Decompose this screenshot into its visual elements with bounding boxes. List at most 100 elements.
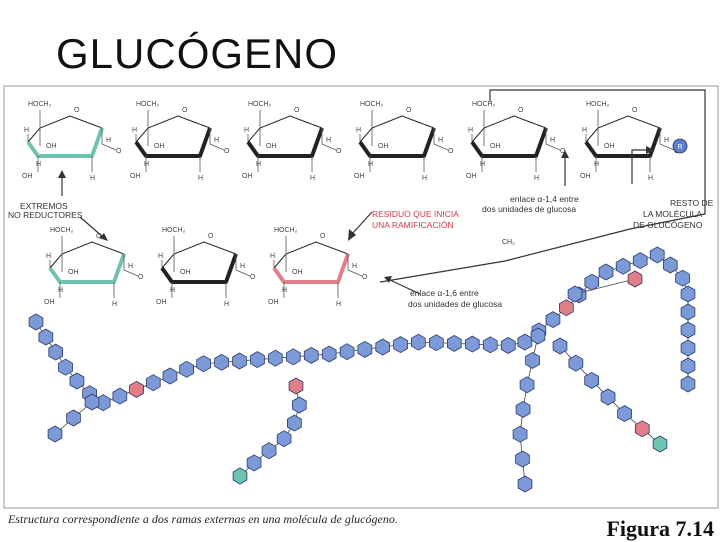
hexagon-link (575, 279, 635, 294)
label-branch-residue: RESIDUO QUE INICIA UNA RAMIFICACIÓN (372, 209, 459, 230)
oh-label: OH (156, 299, 167, 306)
glucose-hexagon (653, 436, 667, 452)
h-label: H (326, 137, 331, 144)
ring-bond-back (136, 116, 210, 142)
glucose-hexagon (70, 373, 84, 389)
glucose-hexagon (501, 338, 515, 354)
h-label: H (224, 301, 229, 308)
slide-title: GLUCÓGENO (56, 30, 338, 78)
glycosidic-bond (434, 144, 448, 150)
glucose-hexagon (29, 314, 43, 330)
ring-bond-back (472, 116, 546, 142)
figure-caption: Estructura correspondiente a dos ramas e… (8, 512, 398, 527)
glucose-hexagon (650, 247, 664, 263)
h-label: H (158, 253, 163, 260)
ring-oxygen-label: O (406, 107, 412, 114)
ring-bond-front (472, 128, 546, 156)
glucose-hexagon (526, 352, 540, 368)
h-label: H (550, 137, 555, 144)
ch2oh-label: HOCH₂ (50, 227, 74, 234)
glucose-hexagon (39, 329, 53, 345)
ch2oh-label: HOCH₂ (248, 101, 272, 108)
glucose-hexagon (516, 451, 530, 467)
h-label: H (144, 161, 149, 168)
ring-bond-front (274, 254, 348, 282)
glucose-hexagon (113, 388, 127, 404)
label-rest-line3: DE GLUCÓGENO (633, 220, 703, 230)
h-label: H (664, 137, 669, 144)
glucose-hexagon (531, 328, 545, 344)
glucose-hexagon (289, 378, 303, 394)
h-label: H (534, 175, 539, 182)
arrow-non-reducing-2 (80, 217, 103, 237)
ch2oh-label: HOCH₂ (136, 101, 160, 108)
ring-oxygen-label: O (208, 233, 214, 240)
h-label: H (282, 287, 287, 294)
ring-bond-front (248, 128, 322, 156)
oh-label: OH (154, 143, 165, 150)
ch2oh-label: HOCH₂ (472, 101, 496, 108)
h-label: H (582, 127, 587, 134)
glycosidic-bond (322, 144, 336, 150)
h-label: H (438, 137, 443, 144)
h-label: H (352, 263, 357, 270)
ring-bond-front (136, 128, 210, 156)
label-rest-line1: RESTO DE (670, 198, 714, 208)
oh-label: OH (604, 143, 615, 150)
h-label: H (106, 137, 111, 144)
glucose-hexagon (546, 312, 560, 328)
bridge-oxygen-label: O (224, 148, 230, 155)
h-label: H (24, 127, 29, 134)
label-bond-14: enlace α-1,4 entre dos unidades de gluco… (482, 194, 579, 214)
arrows (58, 146, 654, 294)
oh-label: OH (292, 269, 303, 276)
oh-label: OH (580, 173, 591, 180)
glycosidic-bond (236, 270, 250, 276)
ring-bond-front (50, 254, 124, 282)
h-label: H (198, 175, 203, 182)
h-label: H (270, 253, 275, 260)
glycosidic-bond (102, 144, 116, 150)
arrow-head-1 (58, 170, 66, 178)
label-bond14-line2: dos unidades de glucosa (482, 204, 576, 214)
oh-label: OH (266, 143, 277, 150)
oh-label: OH (68, 269, 79, 276)
glucose-hexagon (676, 270, 690, 286)
bridge-oxygen-label: O (448, 148, 454, 155)
glucose-hexagon (633, 253, 647, 269)
label-bond14-line1: enlace α-1,4 entre (510, 194, 579, 204)
label-rest-molecule: RESTO DE LA MOLÉCULA DE GLUCÓGENO (633, 198, 714, 230)
bridge-oxygen-label: O (250, 274, 256, 281)
glucose-hexagon (180, 361, 194, 377)
h-label: H (336, 301, 341, 308)
h-label: H (240, 263, 245, 270)
glucose-hexagon (247, 455, 261, 471)
glucose-hexagon (85, 394, 99, 410)
glucose-hexagon (518, 334, 532, 350)
glucose-hexagon (681, 304, 695, 320)
glucose-hexagon (635, 421, 649, 437)
ring-bond-back (248, 116, 322, 142)
schematic-chains (29, 247, 695, 492)
h-label: H (90, 175, 95, 182)
glycosidic-bond (348, 270, 362, 276)
label-bond16-line2: dos unidades de glucosa (408, 299, 502, 309)
glucose-hexagon (49, 344, 63, 360)
glucose-hexagon (585, 372, 599, 388)
arrow-head-5 (384, 276, 392, 283)
glucose-hexagon (59, 359, 73, 375)
oh-label: OH (46, 143, 57, 150)
glucose-hexagon (559, 300, 573, 316)
glucose-hexagon (520, 377, 534, 393)
glucose-hexagon (233, 468, 247, 484)
ring-bond-front (162, 254, 236, 282)
oh-label: OH (268, 299, 279, 306)
glucose-hexagon (411, 334, 425, 350)
ring-bond-front (28, 128, 102, 156)
